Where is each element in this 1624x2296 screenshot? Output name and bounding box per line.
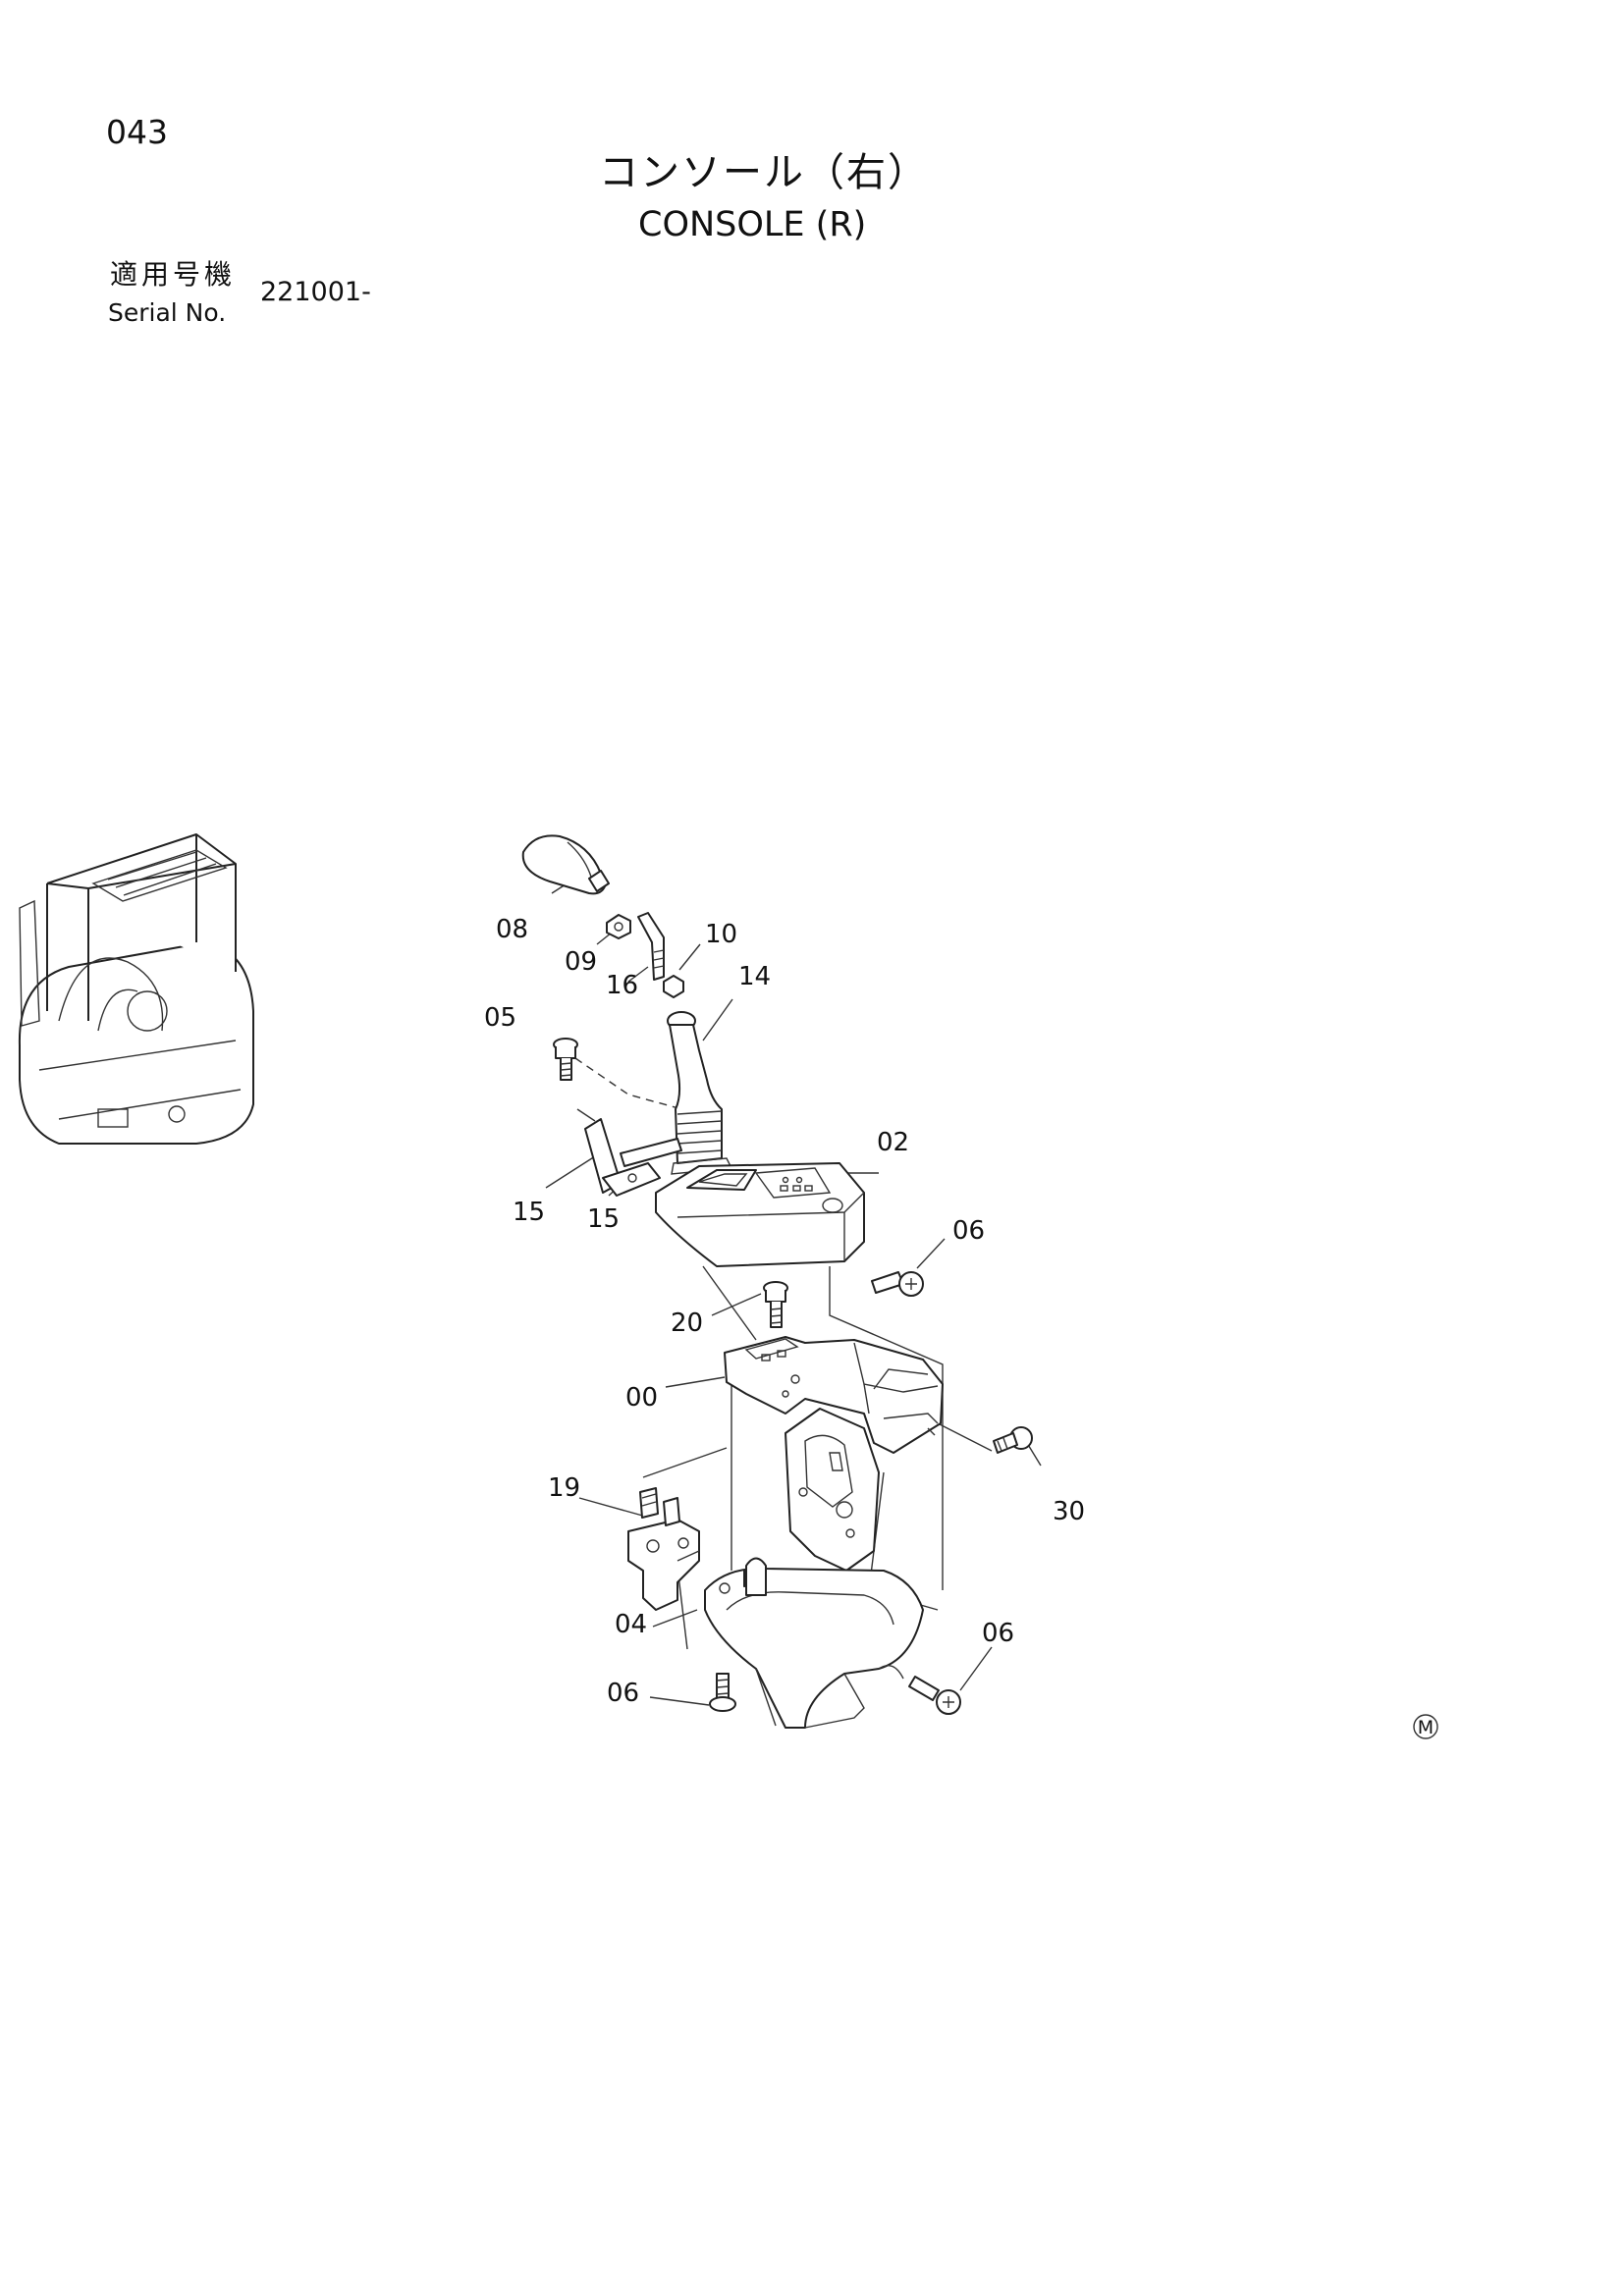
bolt-part-30	[993, 1426, 1033, 1454]
nut-part-09	[606, 914, 631, 939]
callout-06-lower-right: 06	[982, 1619, 1014, 1648]
serial-number-value: 221001-	[260, 277, 371, 307]
lower-cover-part-04	[704, 1557, 924, 1729]
screw-part-06-lower-left	[709, 1673, 736, 1712]
serial-label-japanese: 適用号機	[110, 258, 237, 291]
callout-08: 08	[496, 915, 528, 944]
machine-thumbnail-illustration	[18, 833, 254, 1145]
bolt-part-05	[553, 1038, 578, 1081]
callout-14: 14	[738, 962, 771, 991]
screw-part-06-upper	[871, 1271, 924, 1297]
side-bracket-plate	[785, 1408, 880, 1572]
corner-mark: M	[1413, 1714, 1438, 1739]
callout-19: 19	[548, 1473, 580, 1503]
page-number: 043	[106, 113, 168, 151]
lever-boot-part-14	[667, 1011, 733, 1175]
callout-labels: 08 09 16 10 14 05 15 15 02 06 20 00 19 3…	[484, 915, 1085, 1708]
page-title-english: CONSOLE (R)	[638, 205, 867, 244]
callout-00: 00	[625, 1383, 658, 1413]
callout-16: 16	[606, 971, 638, 1000]
callout-10: 10	[705, 920, 737, 949]
serial-label-english: Serial No.	[108, 298, 227, 327]
console-frame-part-00	[724, 1336, 944, 1454]
callout-04: 04	[615, 1610, 647, 1639]
callout-15-left: 15	[513, 1198, 545, 1227]
lever-rod-part-16	[637, 912, 665, 981]
callout-20: 20	[671, 1308, 703, 1338]
bolt-part-20	[763, 1281, 788, 1328]
callout-06-lower-left: 06	[607, 1679, 639, 1708]
callout-30: 30	[1053, 1497, 1085, 1526]
callout-05: 05	[484, 1003, 516, 1033]
callout-06-upper: 06	[952, 1216, 985, 1246]
callout-09: 09	[565, 947, 597, 977]
console-cover-part-02	[655, 1162, 865, 1267]
knob-part-08	[521, 834, 610, 895]
screw-part-06-lower-right	[908, 1676, 961, 1715]
page-title-japanese: コンソール（右）	[599, 150, 929, 195]
callout-15-right: 15	[587, 1204, 620, 1234]
nut-part-10	[663, 975, 684, 998]
callout-02: 02	[877, 1128, 909, 1157]
pilot-valve-part-19	[627, 1487, 700, 1611]
corner-mark-letter: M	[1418, 1717, 1434, 1738]
bracket-part-15	[584, 1118, 682, 1197]
